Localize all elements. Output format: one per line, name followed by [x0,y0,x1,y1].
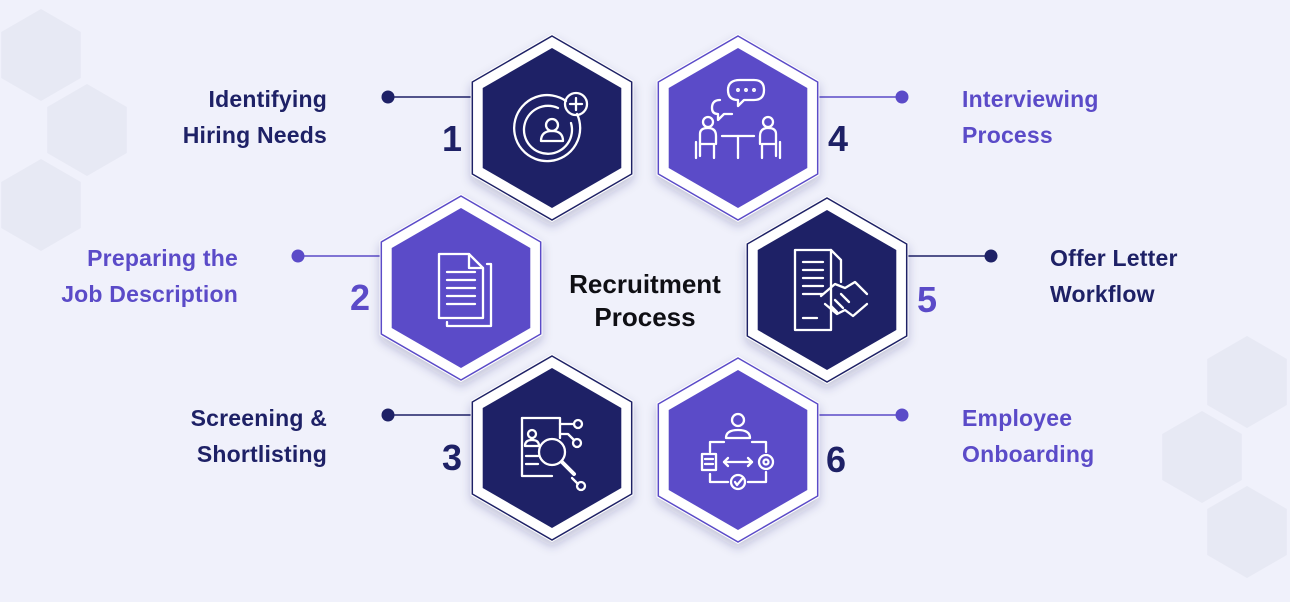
background-hexagon [1207,336,1287,428]
hexagon-outline [657,35,819,221]
hexagon-outline [471,35,633,221]
onboarding-workflow-icon [700,412,775,491]
background-hexagon [1,159,81,251]
connector-dot-5 [984,249,998,263]
contract-handshake-icon [793,248,869,332]
resume-search-icon [520,416,587,492]
hexagon-fill [668,48,808,208]
hexagon-fill [482,48,622,208]
connector-dot-3 [381,408,395,422]
connector-lines [291,90,998,422]
background-hexagon [1207,486,1287,578]
step-3-hexagon [470,354,634,542]
document-icon [437,252,493,328]
step-4-hexagon [656,34,820,222]
connector-dot-1 [381,90,395,104]
background-hexagon [1,9,81,101]
add-user-icon [513,91,589,163]
background-hexagons [1,9,1287,578]
background-hexagon [1162,411,1242,503]
connector-dot-4 [895,90,909,104]
hexagon-outline [471,355,633,541]
step-5-hexagon [745,196,909,384]
step-2-hexagon [379,194,543,382]
hexagon-outline [657,357,819,543]
hexagon-fill [482,368,622,528]
hexagon-fill [668,370,808,530]
step-hexagons [379,34,909,544]
hexagon-outline [746,197,908,383]
background-hexagon [47,84,127,176]
connector-dot-6 [895,408,909,422]
step-1-hexagon [470,34,634,222]
step-6-hexagon [656,356,820,544]
connector-dot-2 [291,249,305,263]
hexagon-outline [380,195,542,381]
interview-meeting-icon [694,78,782,160]
